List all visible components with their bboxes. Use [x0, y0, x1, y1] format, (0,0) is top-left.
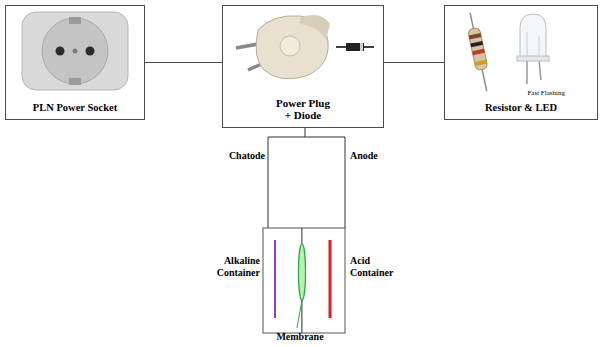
plug-body	[280, 36, 300, 56]
resistor-symbol	[464, 12, 492, 93]
anode-wire	[305, 137, 345, 228]
resistor-led-box: Fast FlashingResistor & LED	[444, 5, 598, 120]
membrane-label: Membrane	[262, 331, 338, 343]
resistor-band	[472, 49, 485, 55]
socket-clip	[69, 17, 81, 24]
anode-electrode	[329, 240, 332, 318]
resistor-body	[468, 27, 488, 71]
resistor-band	[469, 33, 482, 39]
container-label: Acid Container	[350, 255, 400, 278]
socket-plate	[22, 12, 128, 90]
led-symbol	[517, 14, 549, 84]
led-wire	[527, 32, 528, 56]
socket-picture	[22, 12, 128, 90]
plug-picture	[236, 15, 330, 79]
node-note: Fast Flashing	[527, 89, 565, 97]
led-wire	[539, 36, 540, 56]
plug-diode-box: Power Plug + Diode	[222, 5, 384, 128]
led-leg	[526, 60, 528, 84]
led-dome	[520, 14, 546, 60]
plug-body	[300, 15, 330, 40]
led-rim	[517, 56, 549, 61]
socket-hole	[86, 47, 95, 56]
cathode-wire	[268, 128, 305, 228]
led-leg	[539, 60, 541, 80]
connector-line	[384, 62, 444, 63]
socket-recess	[42, 18, 108, 84]
resistor-lead	[470, 13, 487, 91]
containers	[263, 228, 345, 333]
electrode-label: Chatode	[219, 150, 265, 162]
electrode-wires	[268, 128, 345, 228]
socket-screw	[73, 49, 78, 54]
resistor-band	[474, 60, 487, 66]
diode-body	[346, 43, 364, 51]
diode-symbol	[336, 43, 374, 51]
socket-hole	[56, 47, 65, 56]
diode-band	[360, 43, 363, 51]
membrane	[299, 244, 306, 300]
cathode-electrode	[274, 240, 276, 318]
acid-container	[302, 228, 345, 333]
container-label: Alkaline Container	[208, 255, 260, 278]
plug-pin	[236, 44, 258, 48]
socket-clip	[69, 78, 81, 85]
membrane-leader	[297, 300, 302, 328]
node-title: Resistor & LED	[485, 102, 557, 114]
connector-line	[145, 62, 222, 63]
resistor-band	[470, 41, 483, 47]
socket-box: PLN Power Socket	[5, 5, 145, 120]
alkaline-container	[263, 228, 302, 333]
node-title: Power Plug + Diode	[274, 97, 332, 122]
node-title: PLN Power Socket	[33, 102, 117, 114]
electrode-label: Anode	[350, 150, 396, 162]
